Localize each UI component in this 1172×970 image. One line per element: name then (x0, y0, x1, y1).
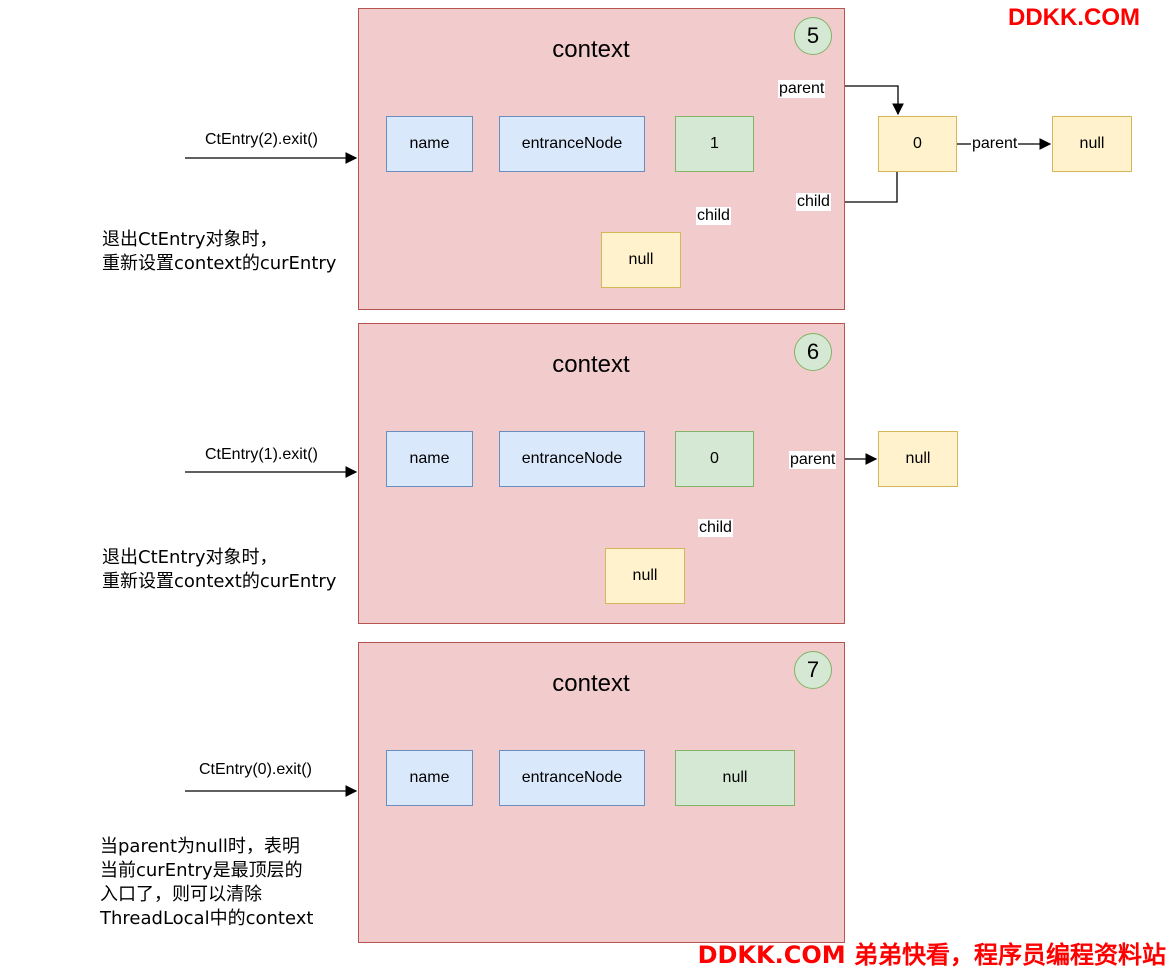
step-badge-7: 7 (794, 651, 832, 689)
name-field-5: name (386, 116, 473, 172)
edge-label-child-5b: child (696, 207, 731, 225)
step-badge-6: 6 (794, 333, 832, 371)
context-title-7: context (552, 670, 630, 697)
cur-entry-node-5: 1 (675, 116, 754, 172)
note-7: 当parent为null时，表明 当前curEntry是最顶层的 入口了，则可以… (100, 836, 314, 929)
exit-call-6: CtEntry(1).exit() (205, 446, 318, 463)
edge-label-parent-5b: parent (971, 135, 1019, 153)
entrance-node-field-5: entranceNode (499, 116, 645, 172)
parent-null-node-6: null (878, 431, 958, 487)
context-title-6: context (552, 351, 630, 378)
watermark-bottom: DDKK.COM 弟弟快看，程序员编程资料站 (697, 941, 1166, 969)
entrance-node-field-6: entranceNode (499, 431, 645, 487)
step-badge-5: 5 (794, 17, 832, 55)
child-null-node-5: null (601, 232, 681, 288)
entrance-node-field-7: entranceNode (499, 750, 645, 806)
exit-call-5: CtEntry(2).exit() (205, 131, 318, 148)
watermark-top: DDKK.COM (1008, 4, 1140, 31)
child-null-node-6: null (605, 548, 685, 604)
name-field-7: name (386, 750, 473, 806)
note-6: 退出CtEntry对象时， 重新设置context的curEntry (102, 547, 337, 592)
context-title-5: context (552, 36, 630, 63)
parent-entry-node-5: 0 (878, 116, 957, 172)
edge-label-parent-5a: parent (778, 80, 826, 98)
edge-label-child-6: child (698, 519, 733, 537)
edge-label-child-5a: child (796, 193, 831, 211)
note-5: 退出CtEntry对象时， 重新设置context的curEntry (102, 229, 337, 274)
parent-null-node-5: null (1052, 116, 1132, 172)
name-field-6: name (386, 431, 473, 487)
cur-entry-node-6: 0 (675, 431, 754, 487)
exit-call-7: CtEntry(0).exit() (199, 761, 312, 778)
edge-label-parent-6: parent (789, 451, 837, 469)
cur-entry-node-7: null (675, 750, 795, 806)
